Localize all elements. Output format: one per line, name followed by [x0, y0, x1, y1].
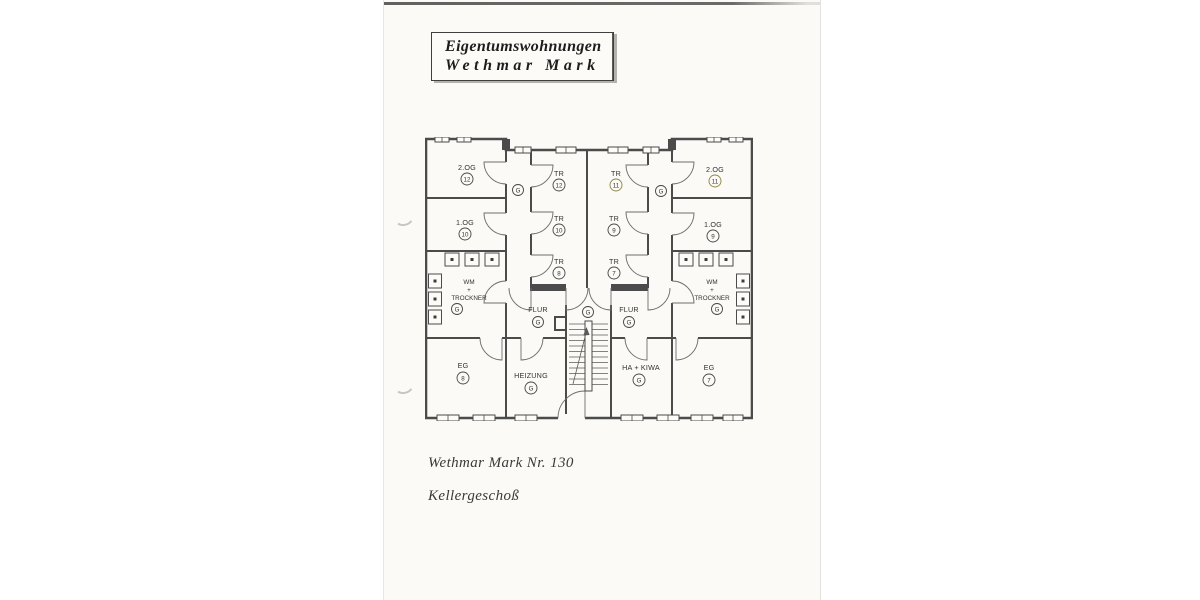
svg-text:TROCKNER: TROCKNER	[694, 295, 730, 302]
hall-right-label: G	[655, 185, 667, 197]
svg-text:+: +	[710, 287, 714, 294]
svg-text:G: G	[516, 187, 521, 194]
title-box: Eigentumswohnungen Wethmar Mark	[431, 32, 614, 81]
room-tr-7: TR 7	[607, 257, 621, 280]
svg-text:HA + KIWA: HA + KIWA	[622, 363, 660, 372]
svg-text:1.OG: 1.OG	[704, 220, 722, 229]
svg-text:EG: EG	[704, 363, 715, 372]
svg-text:TR: TR	[611, 169, 621, 178]
svg-text:TR: TR	[609, 214, 619, 223]
svg-text:EG: EG	[458, 361, 469, 370]
punch-hole-top	[391, 205, 416, 228]
svg-text:HEIZUNG: HEIZUNG	[514, 371, 548, 380]
svg-text:WM: WM	[706, 279, 717, 286]
svg-text:G: G	[586, 309, 591, 316]
svg-text:7: 7	[707, 377, 711, 384]
svg-text:G: G	[627, 319, 632, 326]
room-labels: 2.OG 12 1.OG 10 WM + TROCKNER G	[451, 163, 730, 395]
svg-text:10: 10	[462, 231, 469, 238]
svg-text:FLUR: FLUR	[619, 305, 639, 314]
staircase	[569, 320, 608, 392]
svg-text:TR: TR	[554, 257, 564, 266]
svg-text:G: G	[455, 306, 460, 313]
room-tr-9: TR 9	[607, 214, 621, 237]
svg-text:WM: WM	[463, 279, 474, 286]
room-2og-12: 2.OG 12	[458, 163, 476, 186]
svg-text:9: 9	[612, 227, 616, 234]
room-eg-8: EG 8	[456, 361, 470, 385]
window-symbols	[434, 136, 744, 422]
room-wm-trockner-right: WM + TROCKNER G	[694, 279, 730, 315]
title-line-1: Eigentumswohnungen	[445, 38, 602, 55]
room-tr-12: TR 12	[552, 169, 566, 192]
highlight-circle-tr11	[609, 178, 623, 192]
svg-text:G: G	[529, 385, 534, 392]
svg-text:8: 8	[557, 270, 561, 277]
stair-hall-label: G	[582, 306, 594, 318]
svg-text:1.OG: 1.OG	[456, 218, 474, 227]
room-1og-9: 1.OG 9	[704, 220, 722, 243]
svg-text:12: 12	[556, 182, 563, 189]
svg-text:9: 9	[711, 233, 715, 240]
room-1og-10: 1.OG 10	[456, 218, 474, 241]
highlight-circle-og2-11	[708, 174, 722, 188]
title-line-2: Wethmar Mark	[445, 57, 600, 74]
svg-text:TR: TR	[554, 214, 564, 223]
svg-text:7: 7	[612, 270, 616, 277]
svg-text:TR: TR	[554, 169, 564, 178]
scanned-page: Eigentumswohnungen Wethmar Mark	[383, 0, 821, 600]
washer-symbols	[428, 252, 750, 325]
svg-text:G: G	[715, 306, 720, 313]
svg-text:12: 12	[464, 176, 471, 183]
svg-text:11: 11	[712, 178, 719, 185]
svg-text:+: +	[467, 287, 471, 294]
floor-plan: 2.OG 12 1.OG 10 WM + TROCKNER G	[424, 136, 754, 422]
room-ha-kiwa: HA + KIWA G	[622, 363, 660, 387]
footer-floor-label: Kellergeschoß	[428, 488, 520, 504]
svg-text:2.OG: 2.OG	[706, 165, 724, 174]
scan-edge-line	[384, 2, 820, 5]
svg-text:G: G	[637, 377, 642, 384]
room-2og-11: 2.OG 11	[706, 165, 724, 188]
svg-text:G: G	[659, 188, 664, 195]
svg-text:TROCKNER: TROCKNER	[451, 295, 487, 302]
room-heizung: HEIZUNG G	[514, 371, 548, 395]
svg-text:8: 8	[461, 375, 465, 382]
hall-left-label: G	[512, 184, 524, 196]
walls	[424, 137, 754, 422]
room-tr-8: TR 8	[552, 257, 566, 280]
svg-text:FLUR: FLUR	[528, 305, 548, 314]
room-flur-right: FLUR G	[619, 305, 639, 328]
footer-project-label: Wethmar Mark Nr. 130	[428, 455, 574, 471]
svg-text:G: G	[536, 319, 541, 326]
svg-text:2.OG: 2.OG	[458, 163, 476, 172]
room-wm-trockner-left: WM + TROCKNER G	[451, 279, 487, 315]
floor-plan-container: 2.OG 12 1.OG 10 WM + TROCKNER G	[424, 136, 754, 422]
punch-hole-bottom	[391, 373, 416, 396]
room-eg-7: EG 7	[702, 363, 716, 387]
room-flur-left: FLUR G	[528, 305, 548, 328]
svg-text:10: 10	[556, 227, 563, 234]
svg-text:TR: TR	[609, 257, 619, 266]
svg-text:11: 11	[613, 182, 620, 189]
door-arcs	[479, 161, 699, 419]
room-tr-10: TR 10	[552, 214, 566, 237]
room-tr-11: TR 11	[609, 169, 623, 192]
